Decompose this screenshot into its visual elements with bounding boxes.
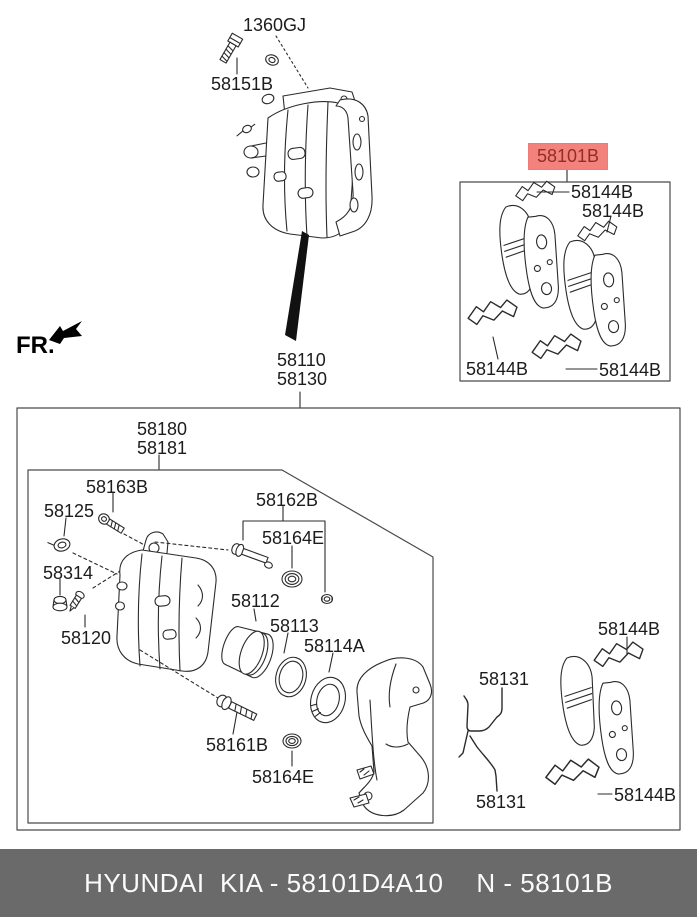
part-label-58144b-kit3: 58144B	[466, 359, 529, 379]
part-label-58144b-kit4: 58144B	[599, 360, 662, 380]
part-label-58144b-kit1: 58144B	[571, 182, 634, 202]
footer-part-number: N - 58101B	[476, 867, 613, 898]
part-label-58164e-lower: 58164E	[252, 767, 315, 787]
part-label-58131-top: 58131	[479, 669, 530, 689]
part-label-58120: 58120	[61, 628, 112, 648]
part-label-58314: 58314	[43, 563, 94, 583]
pads-and-wires-drawing	[458, 636, 646, 795]
carrier-box-drawing	[16, 391, 681, 831]
part-label-58130: 58130	[277, 369, 328, 389]
part-label-58151b: 58151B	[211, 74, 274, 94]
part-label-58113: 58113	[270, 616, 319, 636]
footer-bar: HYUNDAI KIA - 58101D4A10 N - 58101B	[0, 849, 697, 917]
pad-kit-box-drawing	[459, 169, 671, 382]
part-label-58181: 58181	[137, 438, 188, 458]
caliper-exploded-drawing	[47, 491, 433, 817]
part-label-58144b-bottom: 58144B	[614, 785, 677, 805]
part-label-58164e-upper: 58164E	[262, 528, 325, 548]
part-label-58112: 58112	[231, 591, 280, 611]
caliper-assembly-drawing	[219, 32, 373, 341]
part-label-58110: 58110	[277, 350, 326, 370]
part-label-58144b-kit2: 58144B	[582, 201, 645, 221]
part-label-58162b: 58162B	[256, 490, 319, 510]
part-label-58163b: 58163B	[86, 477, 149, 497]
part-label-1360gj: 1360GJ	[243, 15, 307, 35]
fr-direction-arrow	[49, 321, 82, 344]
part-label-58125: 58125	[44, 501, 95, 521]
selected-part-label-58101b[interactable]: 58101B	[528, 143, 608, 170]
footer-catalog-number: HYUNDAI KIA - 58101D4A10	[84, 867, 444, 898]
part-label-58114a: 58114A	[304, 636, 365, 656]
part-label-58180: 58180	[137, 419, 188, 439]
part-label-58161b: 58161B	[206, 735, 269, 755]
part-label-58131-bottom: 58131	[476, 792, 527, 812]
fr-direction-label: FR.	[16, 332, 55, 359]
part-label-58144b-top: 58144B	[598, 619, 661, 639]
